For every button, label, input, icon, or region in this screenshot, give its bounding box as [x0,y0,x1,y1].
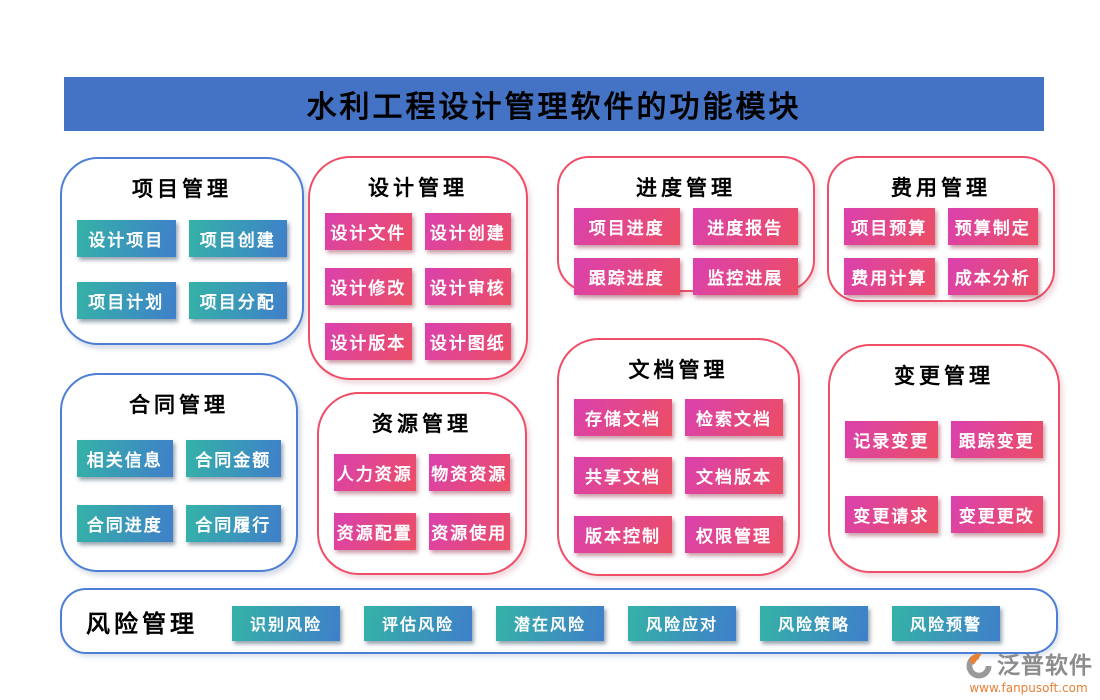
brand-footer: 泛普软件 www.fanpusoft.com [964,651,1093,695]
design-management-button-5[interactable]: 设计版本 [325,323,412,360]
contract-management-button-3[interactable]: 合同进度 [77,505,173,542]
card-design-management: 设计管理 设计文件设计创建设计修改设计审核设计版本设计图纸 [308,156,528,380]
risk-management-button-2[interactable]: 评估风险 [364,605,472,641]
button-grid-change-management: 记录变更跟踪变更变更请求变更更改 [845,396,1043,558]
fanpusoft-logo-icon [966,653,992,679]
risk-management-button-6[interactable]: 风险预警 [892,605,1000,641]
progress-management-button-2[interactable]: 进度报告 [692,208,798,245]
document-management-button-6[interactable]: 权限管理 [685,515,783,553]
risk-management-button-4[interactable]: 风险应对 [628,605,736,641]
card-project-management: 项目管理 设计项目项目创建项目计划项目分配 [60,157,304,345]
resource-management-button-3[interactable]: 资源配置 [334,513,416,551]
progress-management-button-1[interactable]: 项目进度 [574,208,680,245]
document-management-button-5[interactable]: 版本控制 [574,515,672,553]
button-grid-contract-management: 相关信息合同金额合同进度合同履行 [77,425,281,557]
card-title-contract-management: 合同管理 [129,392,229,417]
design-management-button-6[interactable]: 设计图纸 [424,323,511,360]
design-management-button-3[interactable]: 设计修改 [325,268,412,305]
project-management-button-1[interactable]: 设计项目 [77,220,176,258]
risk-management-button-1[interactable]: 识别风险 [232,605,340,641]
resource-management-button-2[interactable]: 物资资源 [428,453,510,491]
card-change-management: 变更管理 记录变更跟踪变更变更请求变更更改 [828,344,1060,573]
card-title-risk-management: 风险管理 [86,608,198,638]
card-risk-management: 风险管理 识别风险评估风险潜在风险风险应对风险策略风险预警 [60,588,1058,654]
card-resource-management: 资源管理 人力资源物资资源资源配置资源使用 [317,392,527,575]
page-title: 水利工程设计管理软件的功能模块 [64,77,1044,131]
button-grid-cost-management: 项目预算预算制定费用计算成本分析 [844,208,1038,295]
cost-management-button-4[interactable]: 成本分析 [947,258,1038,295]
contract-management-button-2[interactable]: 合同金额 [185,440,281,477]
card-title-change-management: 变更管理 [894,363,994,388]
document-management-button-4[interactable]: 文档版本 [685,457,783,494]
contract-management-button-4[interactable]: 合同履行 [185,505,281,542]
document-management-button-1[interactable]: 存储文档 [574,398,672,436]
button-grid-document-management: 存储文档检索文档共享文档文档版本版本控制权限管理 [574,390,783,561]
card-contract-management: 合同管理 相关信息合同金额合同进度合同履行 [60,373,298,572]
change-management-button-2[interactable]: 跟踪变更 [950,421,1043,458]
card-title-resource-management: 资源管理 [372,411,472,436]
button-row-risk-management: 识别风险评估风险潜在风险风险应对风险策略风险预警 [232,605,1034,641]
brand-url: www.fanpusoft.com [969,681,1088,696]
cost-management-button-3[interactable]: 费用计算 [844,258,935,295]
brand-name: 泛普软件 [997,652,1093,680]
card-cost-management: 费用管理 项目预算预算制定费用计算成本分析 [827,156,1055,302]
design-management-button-4[interactable]: 设计审核 [424,268,511,305]
project-management-button-3[interactable]: 项目计划 [77,281,176,319]
card-title-project-management: 项目管理 [132,176,232,201]
progress-management-button-4[interactable]: 监控进展 [692,258,798,295]
contract-management-button-1[interactable]: 相关信息 [77,440,173,477]
button-grid-progress-management: 项目进度进度报告跟踪进度监控进展 [574,208,798,295]
cost-management-button-1[interactable]: 项目预算 [844,208,935,245]
document-management-button-3[interactable]: 共享文档 [574,457,672,494]
document-management-button-2[interactable]: 检索文档 [685,398,783,436]
risk-management-button-5[interactable]: 风险策略 [760,605,868,641]
button-grid-design-management: 设计文件设计创建设计修改设计审核设计版本设计图纸 [325,208,511,365]
design-management-button-2[interactable]: 设计创建 [424,213,511,250]
card-title-design-management: 设计管理 [368,175,468,200]
project-management-button-4[interactable]: 项目分配 [188,281,287,319]
card-title-document-management: 文档管理 [628,357,729,382]
card-title-cost-management: 费用管理 [891,175,991,200]
change-management-button-1[interactable]: 记录变更 [845,421,938,458]
resource-management-button-4[interactable]: 资源使用 [428,513,510,551]
design-management-button-1[interactable]: 设计文件 [325,213,412,250]
change-management-button-4[interactable]: 变更更改 [950,496,1043,533]
progress-management-button-3[interactable]: 跟踪进度 [574,258,680,295]
project-management-button-2[interactable]: 项目创建 [188,220,287,258]
resource-management-button-1[interactable]: 人力资源 [334,453,416,491]
card-progress-management: 进度管理 项目进度进度报告跟踪进度监控进展 [557,156,815,295]
cost-management-button-2[interactable]: 预算制定 [947,208,1038,245]
change-management-button-3[interactable]: 变更请求 [845,496,938,533]
button-grid-resource-management: 人力资源物资资源资源配置资源使用 [334,444,510,560]
card-document-management: 文档管理 存储文档检索文档共享文档文档版本版本控制权限管理 [557,338,800,576]
brand-lockup: 泛普软件 [964,651,1093,681]
risk-management-button-3[interactable]: 潜在风险 [496,605,604,641]
card-title-progress-management: 进度管理 [636,175,736,200]
button-grid-project-management: 设计项目项目创建项目计划项目分配 [77,209,287,330]
